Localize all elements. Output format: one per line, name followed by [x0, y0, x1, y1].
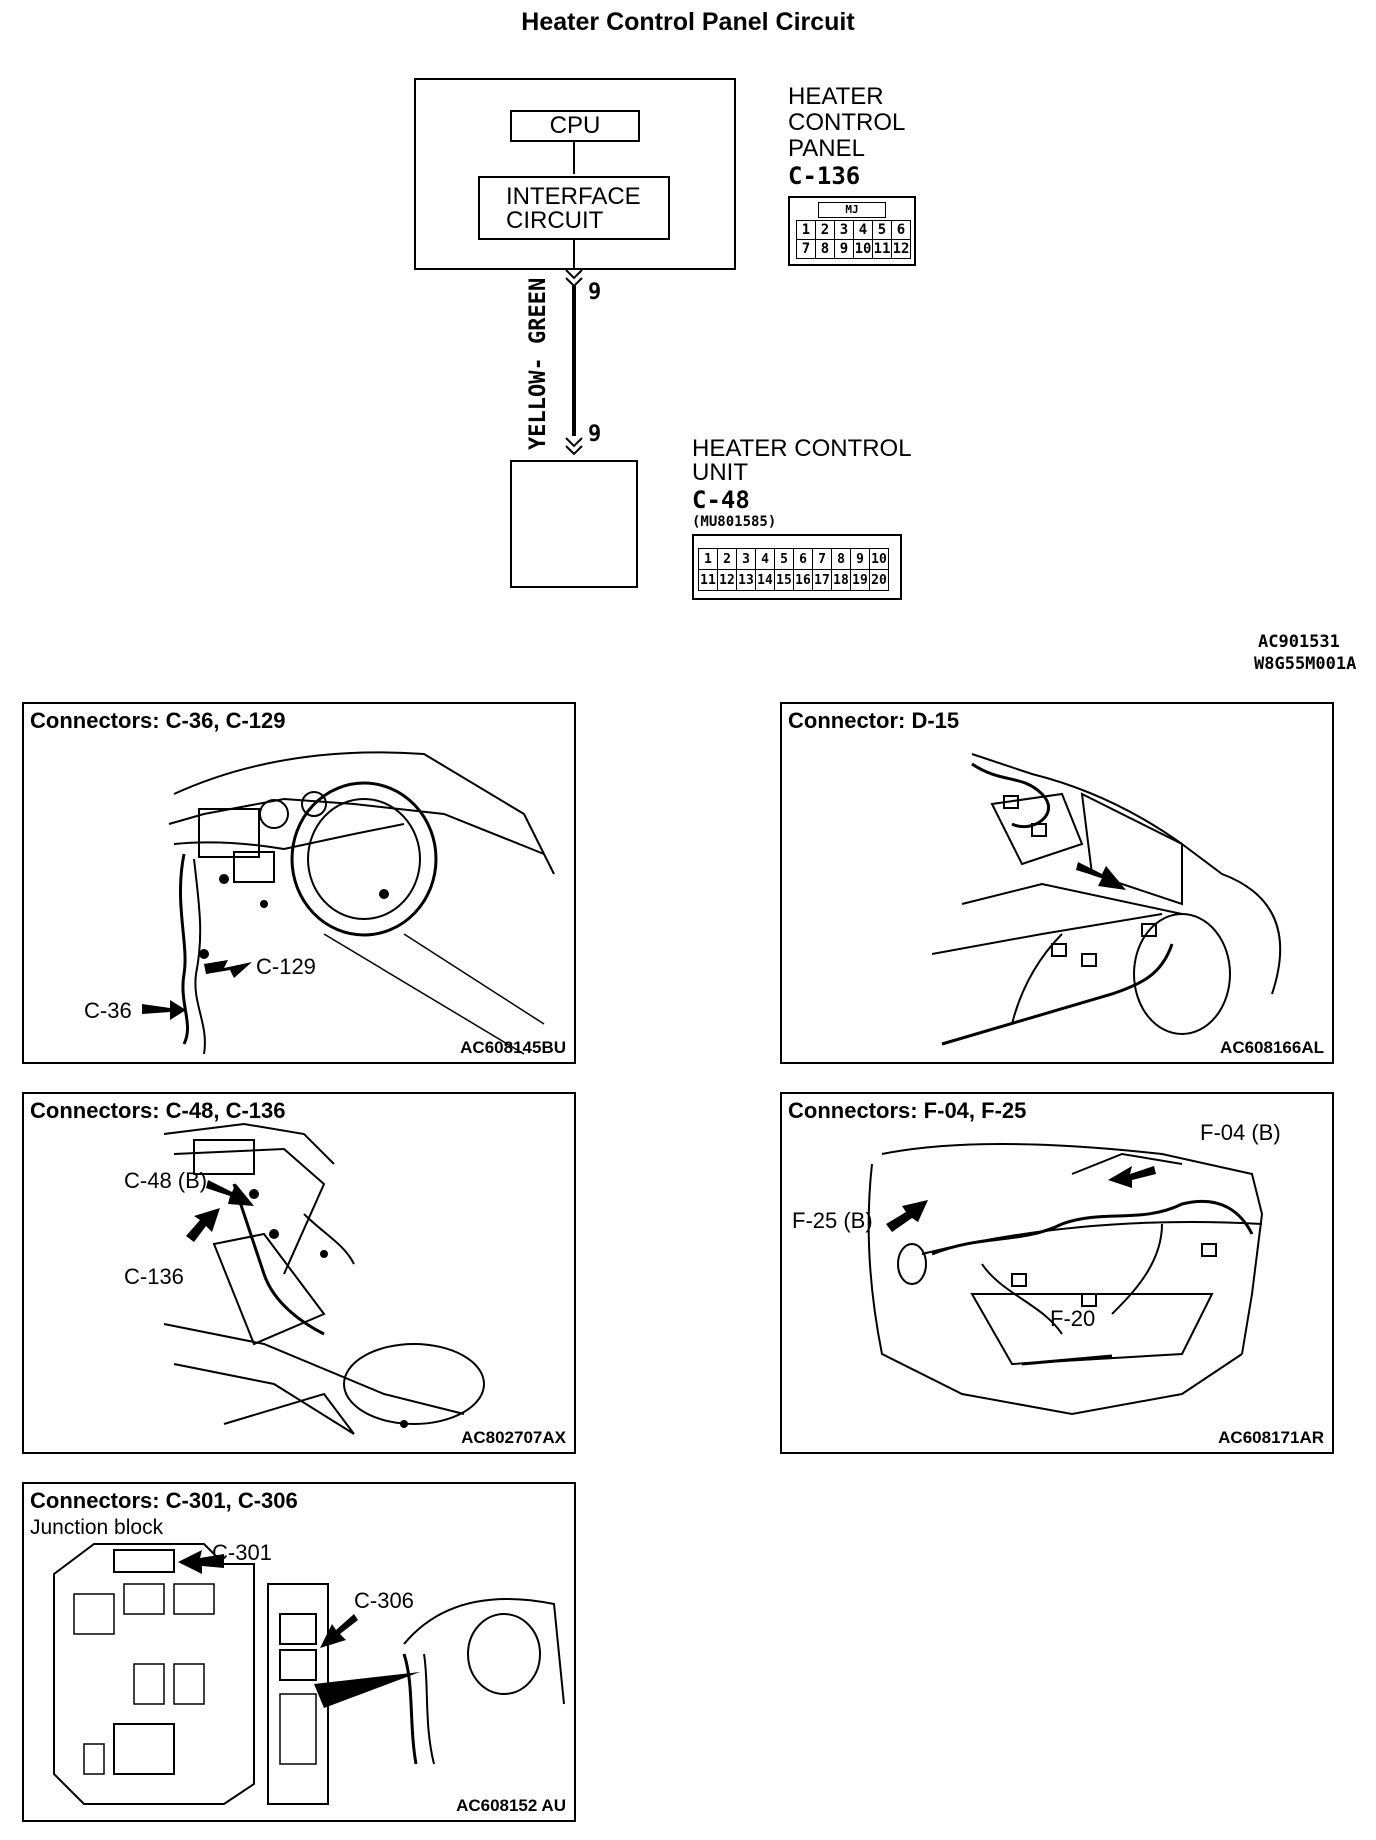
panel-code: AC608171AR	[1218, 1428, 1324, 1447]
connector-pin: 9	[850, 548, 870, 570]
hcp-name-line2: CONTROL	[788, 109, 906, 136]
panel-title: Connector: D-15	[788, 708, 960, 733]
hcp-name-line1: HEATER	[788, 83, 884, 110]
c136-type-tab: MJ	[818, 202, 886, 218]
panel-f04-f25: Connectors: F-04, F-25 F-04 (B) F-25 (B)…	[780, 1092, 1334, 1454]
trunk-illustration	[867, 1143, 1264, 1416]
panel-c301-c306: Connectors: C-301, C-306 Junction block …	[22, 1482, 576, 1822]
connector-pin: 3	[834, 220, 854, 240]
callout-c48: C-48 (B)	[124, 1168, 208, 1193]
panel-c36-c129: Connectors: C-36, C-129 C-129 C-36 AC608…	[22, 702, 576, 1064]
connector-pin: 5	[774, 548, 794, 570]
callout-f20: F-20	[1050, 1306, 1096, 1331]
interface-label-line1: INTERFACE	[506, 183, 641, 210]
connector-pin: 4	[853, 220, 873, 240]
connector-pin: 1	[698, 548, 718, 570]
connector-pin: 10	[869, 548, 889, 570]
connector-pin: 2	[815, 220, 835, 240]
connector-pin: 6	[891, 220, 911, 240]
hcp-name-line3: PANEL	[788, 135, 865, 162]
connector-pin: 10	[853, 239, 873, 259]
page-title: Heater Control Panel Circuit	[521, 8, 855, 36]
connector-pin: 17	[812, 569, 832, 591]
rear-door-illustration	[931, 753, 1282, 1046]
callout-f25: F-25 (B)	[792, 1208, 873, 1233]
connector-pin: 5	[872, 220, 892, 240]
wire-pin-bottom: 9	[588, 422, 602, 447]
connector-pin: 16	[793, 569, 813, 591]
connector-pin: 11	[872, 239, 892, 259]
panel-code: AC802707AX	[461, 1428, 566, 1447]
connector-pin: 19	[850, 569, 870, 591]
connector-pin: 7	[812, 548, 832, 570]
connector-pin: 8	[815, 239, 835, 259]
panel-code: AC608166AL	[1220, 1038, 1324, 1057]
wiring-svg	[564, 140, 584, 532]
hcu-part-number: (MU801585)	[692, 514, 777, 530]
hcp-connector-id: C-136	[788, 162, 861, 190]
callout-c306: C-306	[354, 1588, 414, 1613]
connector-symbol-top	[565, 269, 583, 288]
interface-label-line2: CIRCUIT	[506, 207, 604, 234]
connector-pin: 6	[793, 548, 813, 570]
panel-title: Connectors: C-301, C-306	[30, 1488, 298, 1513]
panel-d15: Connector: D-15 AC608166AL	[780, 702, 1334, 1064]
heater-control-unit-box	[510, 460, 638, 588]
panel-title: Connectors: C-48, C-136	[30, 1098, 286, 1123]
figure-code-2: W8G55M001A	[1254, 654, 1357, 674]
wire-pin-top: 9	[588, 280, 602, 305]
connector-pin: 9	[834, 239, 854, 259]
dashboard-illustration	[142, 751, 555, 1055]
c136-type-label: MJ	[845, 203, 859, 216]
panel-code: AC608145BU	[460, 1038, 566, 1057]
panel-c48-c136: Connectors: C-48, C-136 C-48 (B) C-136 A…	[22, 1092, 576, 1454]
panel-subtitle: Junction block	[30, 1516, 164, 1539]
connector-pin: 15	[774, 569, 794, 591]
connector-pin: 2	[717, 548, 737, 570]
junction-block-illustration	[53, 1543, 565, 1805]
center-console-illustration	[163, 1122, 485, 1435]
panel-title: Connectors: F-04, F-25	[788, 1098, 1027, 1123]
callout-f04: F-04 (B)	[1200, 1120, 1281, 1145]
connector-pin: 14	[755, 569, 775, 591]
connector-pin: 4	[755, 548, 775, 570]
connector-pin: 18	[831, 569, 851, 591]
callout-c36: C-36	[84, 998, 132, 1023]
connector-pin: 8	[831, 548, 851, 570]
hcu-connector-id: C-48	[692, 486, 750, 514]
connector-symbol-bottom	[565, 437, 583, 456]
connector-pin: 12	[891, 239, 911, 259]
callout-c301: C-301	[212, 1540, 272, 1565]
callout-c136: C-136	[124, 1264, 184, 1289]
hcu-name-line1: HEATER CONTROL	[692, 435, 912, 462]
panel-code: AC608152 AU	[456, 1796, 566, 1815]
connector-pin: 7	[796, 239, 816, 259]
callout-c129: C-129	[256, 954, 316, 979]
connector-pin: 3	[736, 548, 756, 570]
hcu-name-line2: UNIT	[692, 459, 748, 486]
cpu-label: CPU	[549, 112, 601, 139]
connector-pin: 13	[736, 569, 756, 591]
figure-code-1: AC901531	[1258, 632, 1340, 652]
panel-title: Connectors: C-36, C-129	[30, 708, 286, 733]
connector-pin: 11	[698, 569, 718, 591]
connector-pin: 20	[869, 569, 889, 591]
interface-circuit-block: INTERFACE CIRCUIT	[478, 176, 670, 240]
connector-pin: 1	[796, 220, 816, 240]
connector-pin: 12	[717, 569, 737, 591]
wire-color-label: YELLOW- GREEN	[526, 277, 551, 450]
